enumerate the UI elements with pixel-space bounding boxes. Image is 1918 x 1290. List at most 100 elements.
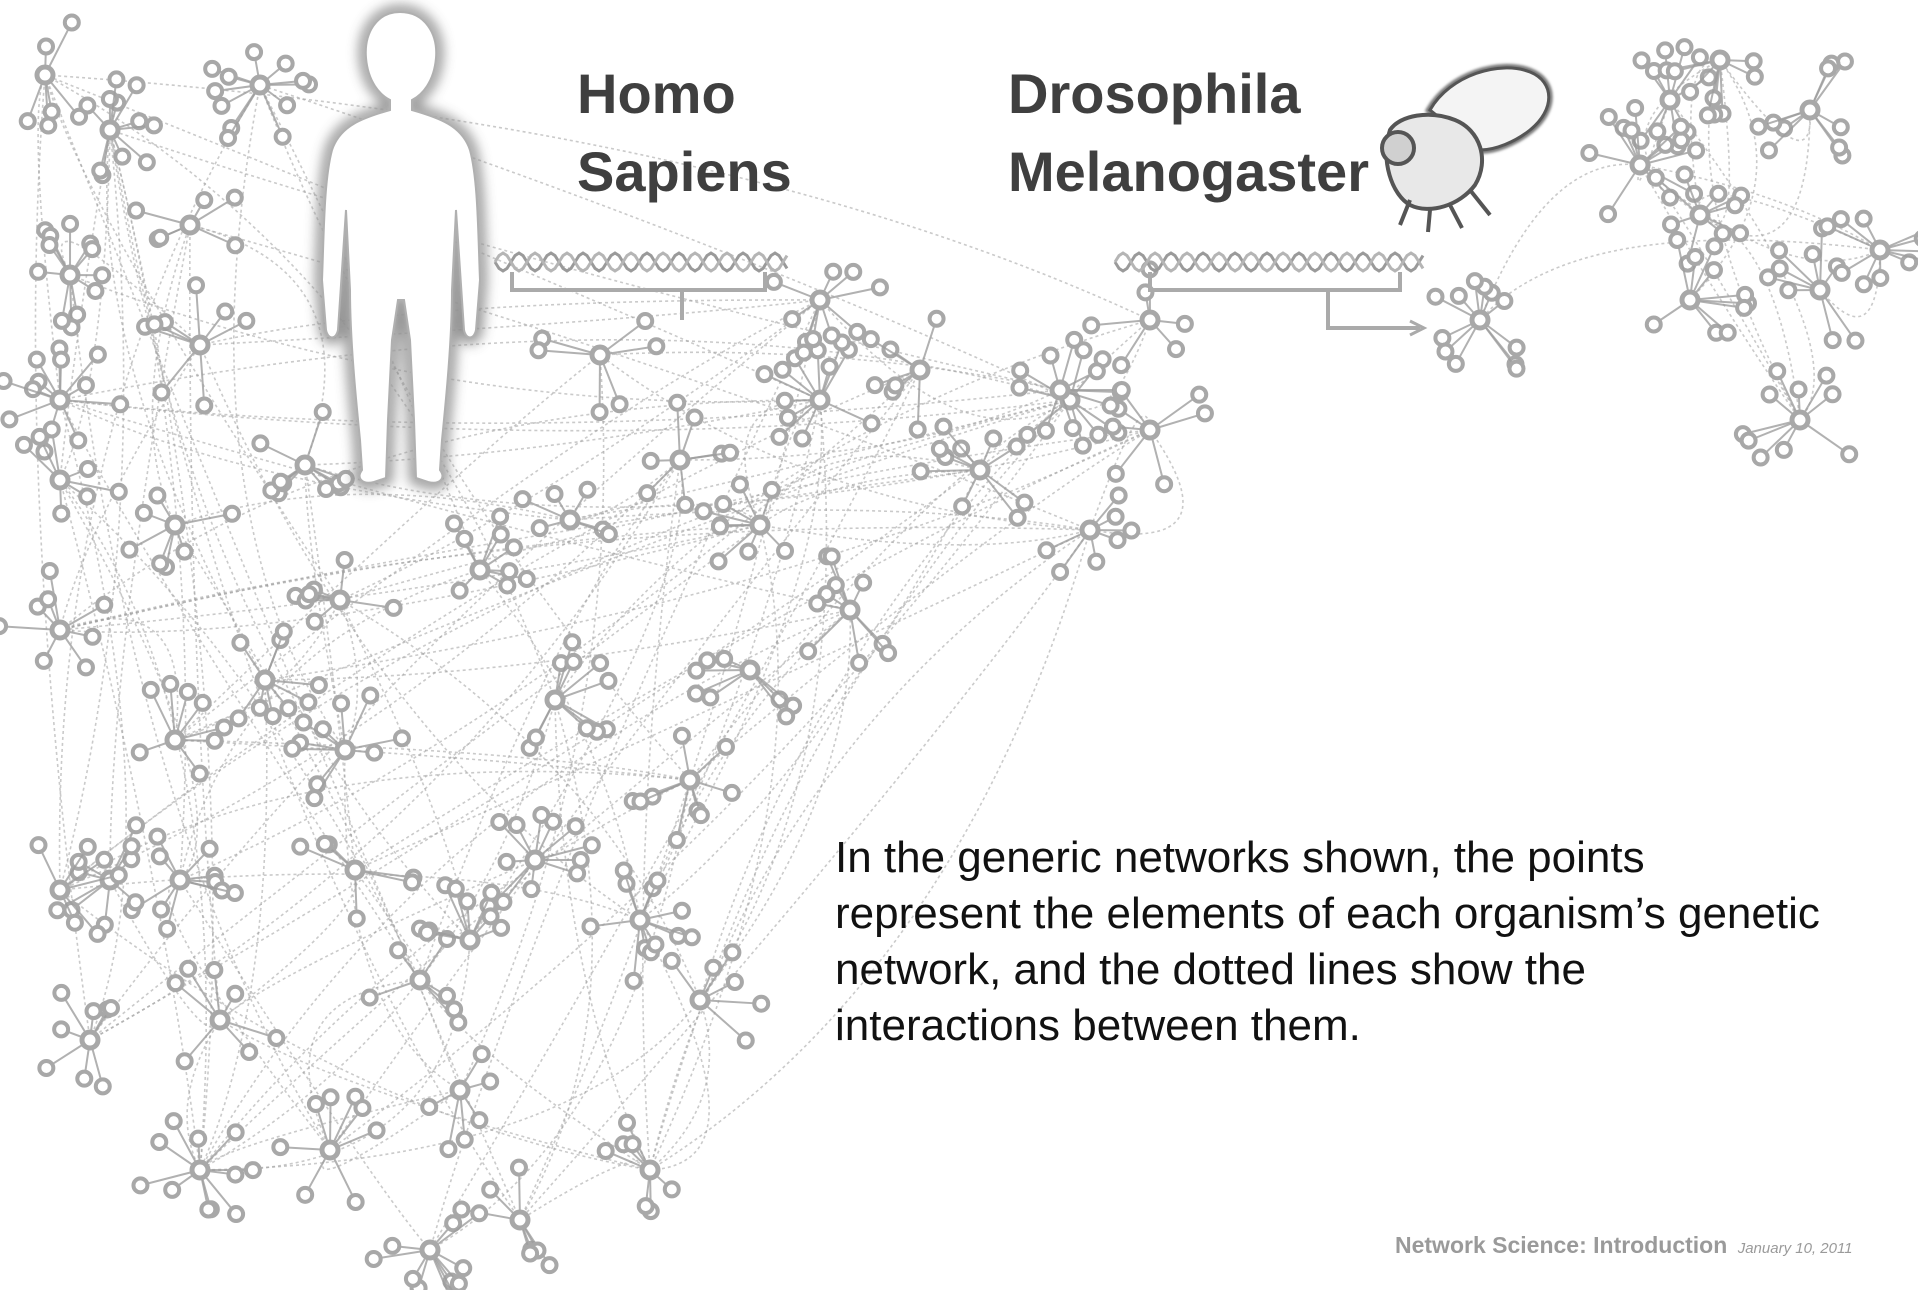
gene-node (500, 855, 514, 869)
gene-node (1848, 334, 1862, 348)
gene-node (1452, 289, 1466, 303)
gene-node (45, 105, 59, 119)
gene-node (1010, 440, 1024, 454)
gene-node (0, 619, 6, 633)
gene-node (534, 808, 548, 822)
gene-node (147, 118, 161, 132)
gene-node (87, 1004, 101, 1018)
gene-node (387, 601, 401, 615)
gene-node (626, 1137, 640, 1151)
gene-node (507, 540, 521, 554)
gene-node (88, 284, 102, 298)
gene-node (779, 709, 793, 723)
gene-node (700, 653, 714, 667)
gene-node (565, 635, 579, 649)
hub-node (812, 292, 828, 308)
gene-node (873, 280, 887, 294)
gene-node (694, 808, 708, 822)
gene-node (0, 374, 11, 388)
gene-node (914, 464, 928, 478)
gene-node (363, 688, 377, 702)
gene-node (39, 1061, 53, 1075)
gene-node (81, 840, 95, 854)
hub-node (752, 517, 768, 533)
gene-node (585, 838, 599, 852)
hub-node (337, 742, 353, 758)
interaction-link (760, 525, 1090, 545)
caption-line: interactions between them. (835, 998, 1895, 1054)
gene-node (1157, 477, 1171, 491)
interaction-link (760, 470, 980, 525)
gene-node (1835, 266, 1849, 280)
gene-node (1169, 342, 1183, 356)
gene-node (639, 1199, 653, 1213)
gene-node (55, 314, 69, 328)
gene-node (129, 818, 143, 832)
gene-node (675, 904, 689, 918)
gene-node (1664, 218, 1678, 232)
hub-node (52, 472, 68, 488)
hub-node (172, 872, 188, 888)
gene-node (1112, 489, 1126, 503)
hub-node (812, 392, 828, 408)
gene-node (472, 1113, 486, 1127)
hub-node (642, 1162, 658, 1178)
gene-node (529, 731, 543, 745)
gene-node (449, 882, 463, 896)
gene-node (312, 678, 326, 692)
gene-node (1688, 250, 1702, 264)
gene-node (483, 1183, 497, 1197)
gene-node (754, 997, 768, 1011)
gene-node (1701, 108, 1715, 122)
hub-node (52, 622, 68, 638)
gene-node (63, 217, 77, 231)
gene-node (765, 483, 779, 497)
gene-node (1857, 277, 1871, 291)
hub-node (527, 852, 543, 868)
gene-node (97, 598, 111, 612)
hub-node (1682, 292, 1698, 308)
gene-node (1044, 348, 1058, 362)
gene-node (242, 1045, 256, 1059)
hub-node (347, 862, 363, 878)
gene-node (1711, 187, 1725, 201)
interaction-link (169, 880, 330, 1150)
gene-node (1091, 428, 1105, 442)
gene-node (80, 99, 94, 113)
gene-node (781, 411, 795, 425)
gene-node (806, 332, 820, 346)
gene-node (512, 1161, 526, 1175)
gene-node (196, 696, 210, 710)
gene-node (593, 656, 607, 670)
gene-node (1754, 451, 1768, 465)
gene-node (285, 742, 299, 756)
gene-node (228, 886, 242, 900)
gene-node (1777, 443, 1791, 457)
gene-node (1114, 358, 1128, 372)
gene-node (1198, 406, 1212, 420)
gene-node (778, 394, 792, 408)
hub-node (462, 932, 478, 948)
gene-node (1625, 124, 1639, 138)
hub-node (1692, 207, 1708, 223)
gene-node (93, 164, 107, 178)
gene-node (97, 853, 111, 867)
gene-node (601, 674, 615, 688)
gene-node (510, 818, 524, 832)
hub-node (562, 512, 578, 528)
gene-node (1674, 120, 1688, 134)
hub-node (1802, 102, 1818, 118)
gene-node (1834, 120, 1848, 134)
gene-node (104, 1001, 118, 1015)
hub-node (1812, 282, 1828, 298)
hub-node (52, 882, 68, 898)
gene-node (1806, 247, 1820, 261)
gene-node (309, 1097, 323, 1111)
gene-node (1647, 317, 1661, 331)
gene-node (54, 353, 68, 367)
gene-node (112, 485, 126, 499)
gene-node (43, 564, 57, 578)
gene-node (1012, 381, 1026, 395)
gene-node (307, 791, 321, 805)
